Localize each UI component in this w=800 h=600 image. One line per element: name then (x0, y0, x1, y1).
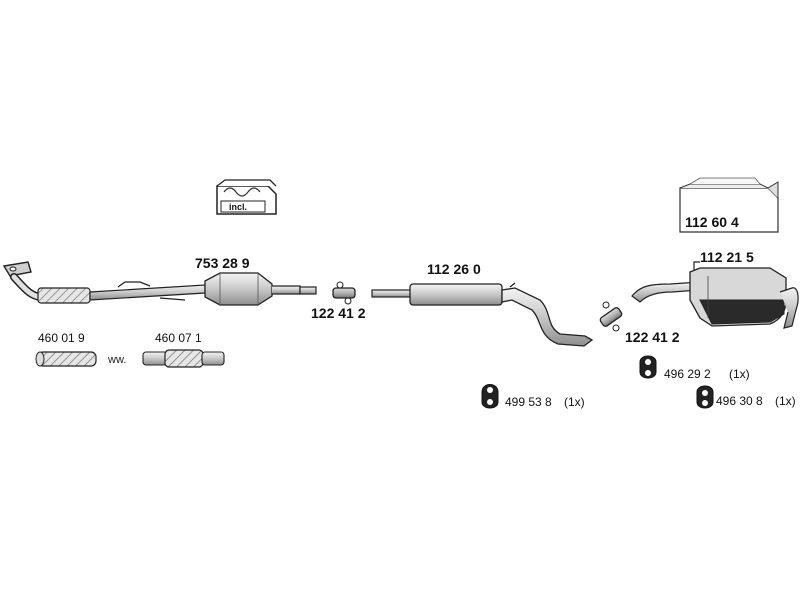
flex-pipe-b-part-number: 460 07 1 (155, 331, 202, 345)
connector-clamp-rear (599, 301, 623, 332)
hanger-2-quantity: (1x) (729, 367, 750, 381)
hanger-3-part-number: 496 30 8 (716, 394, 763, 408)
hanger-499-icon (481, 384, 499, 409)
alternative-label: ww. (108, 354, 127, 366)
connector-front-part-number: 122 41 2 (311, 305, 366, 321)
flex-pipe-b (142, 349, 225, 368)
kit-box-label: incl. (229, 202, 248, 212)
flex-pipe-a-part-number: 460 01 9 (38, 331, 85, 345)
front-silencer-part-number: 112 26 0 (427, 261, 481, 277)
rear-silencer (631, 261, 799, 329)
rear-silencer-part-number: 112 21 5 (700, 249, 754, 265)
hanger-1-quantity: (1x) (564, 395, 585, 409)
catalytic-converter-part-number: 753 28 9 (195, 255, 250, 271)
hanger-3-quantity: (1x) (775, 394, 796, 408)
flex-pipe-a (35, 351, 97, 367)
mounting-kit-box-icon (679, 177, 779, 233)
hanger-1-part-number: 499 53 8 (505, 395, 552, 409)
connector-rear-part-number: 122 41 2 (625, 329, 680, 345)
hanger-496-30-icon (696, 385, 714, 409)
mounting-kit-part-number: 112 60 4 (685, 214, 739, 230)
catalytic-converter (204, 272, 317, 306)
connector-clamp-front (332, 281, 356, 305)
hanger-496-29-icon (639, 355, 657, 379)
hanger-2-part-number: 496 29 2 (664, 367, 711, 381)
front-pipe (2, 261, 206, 304)
parts-kit-box-icon (216, 179, 277, 215)
front-silencer (371, 282, 594, 347)
